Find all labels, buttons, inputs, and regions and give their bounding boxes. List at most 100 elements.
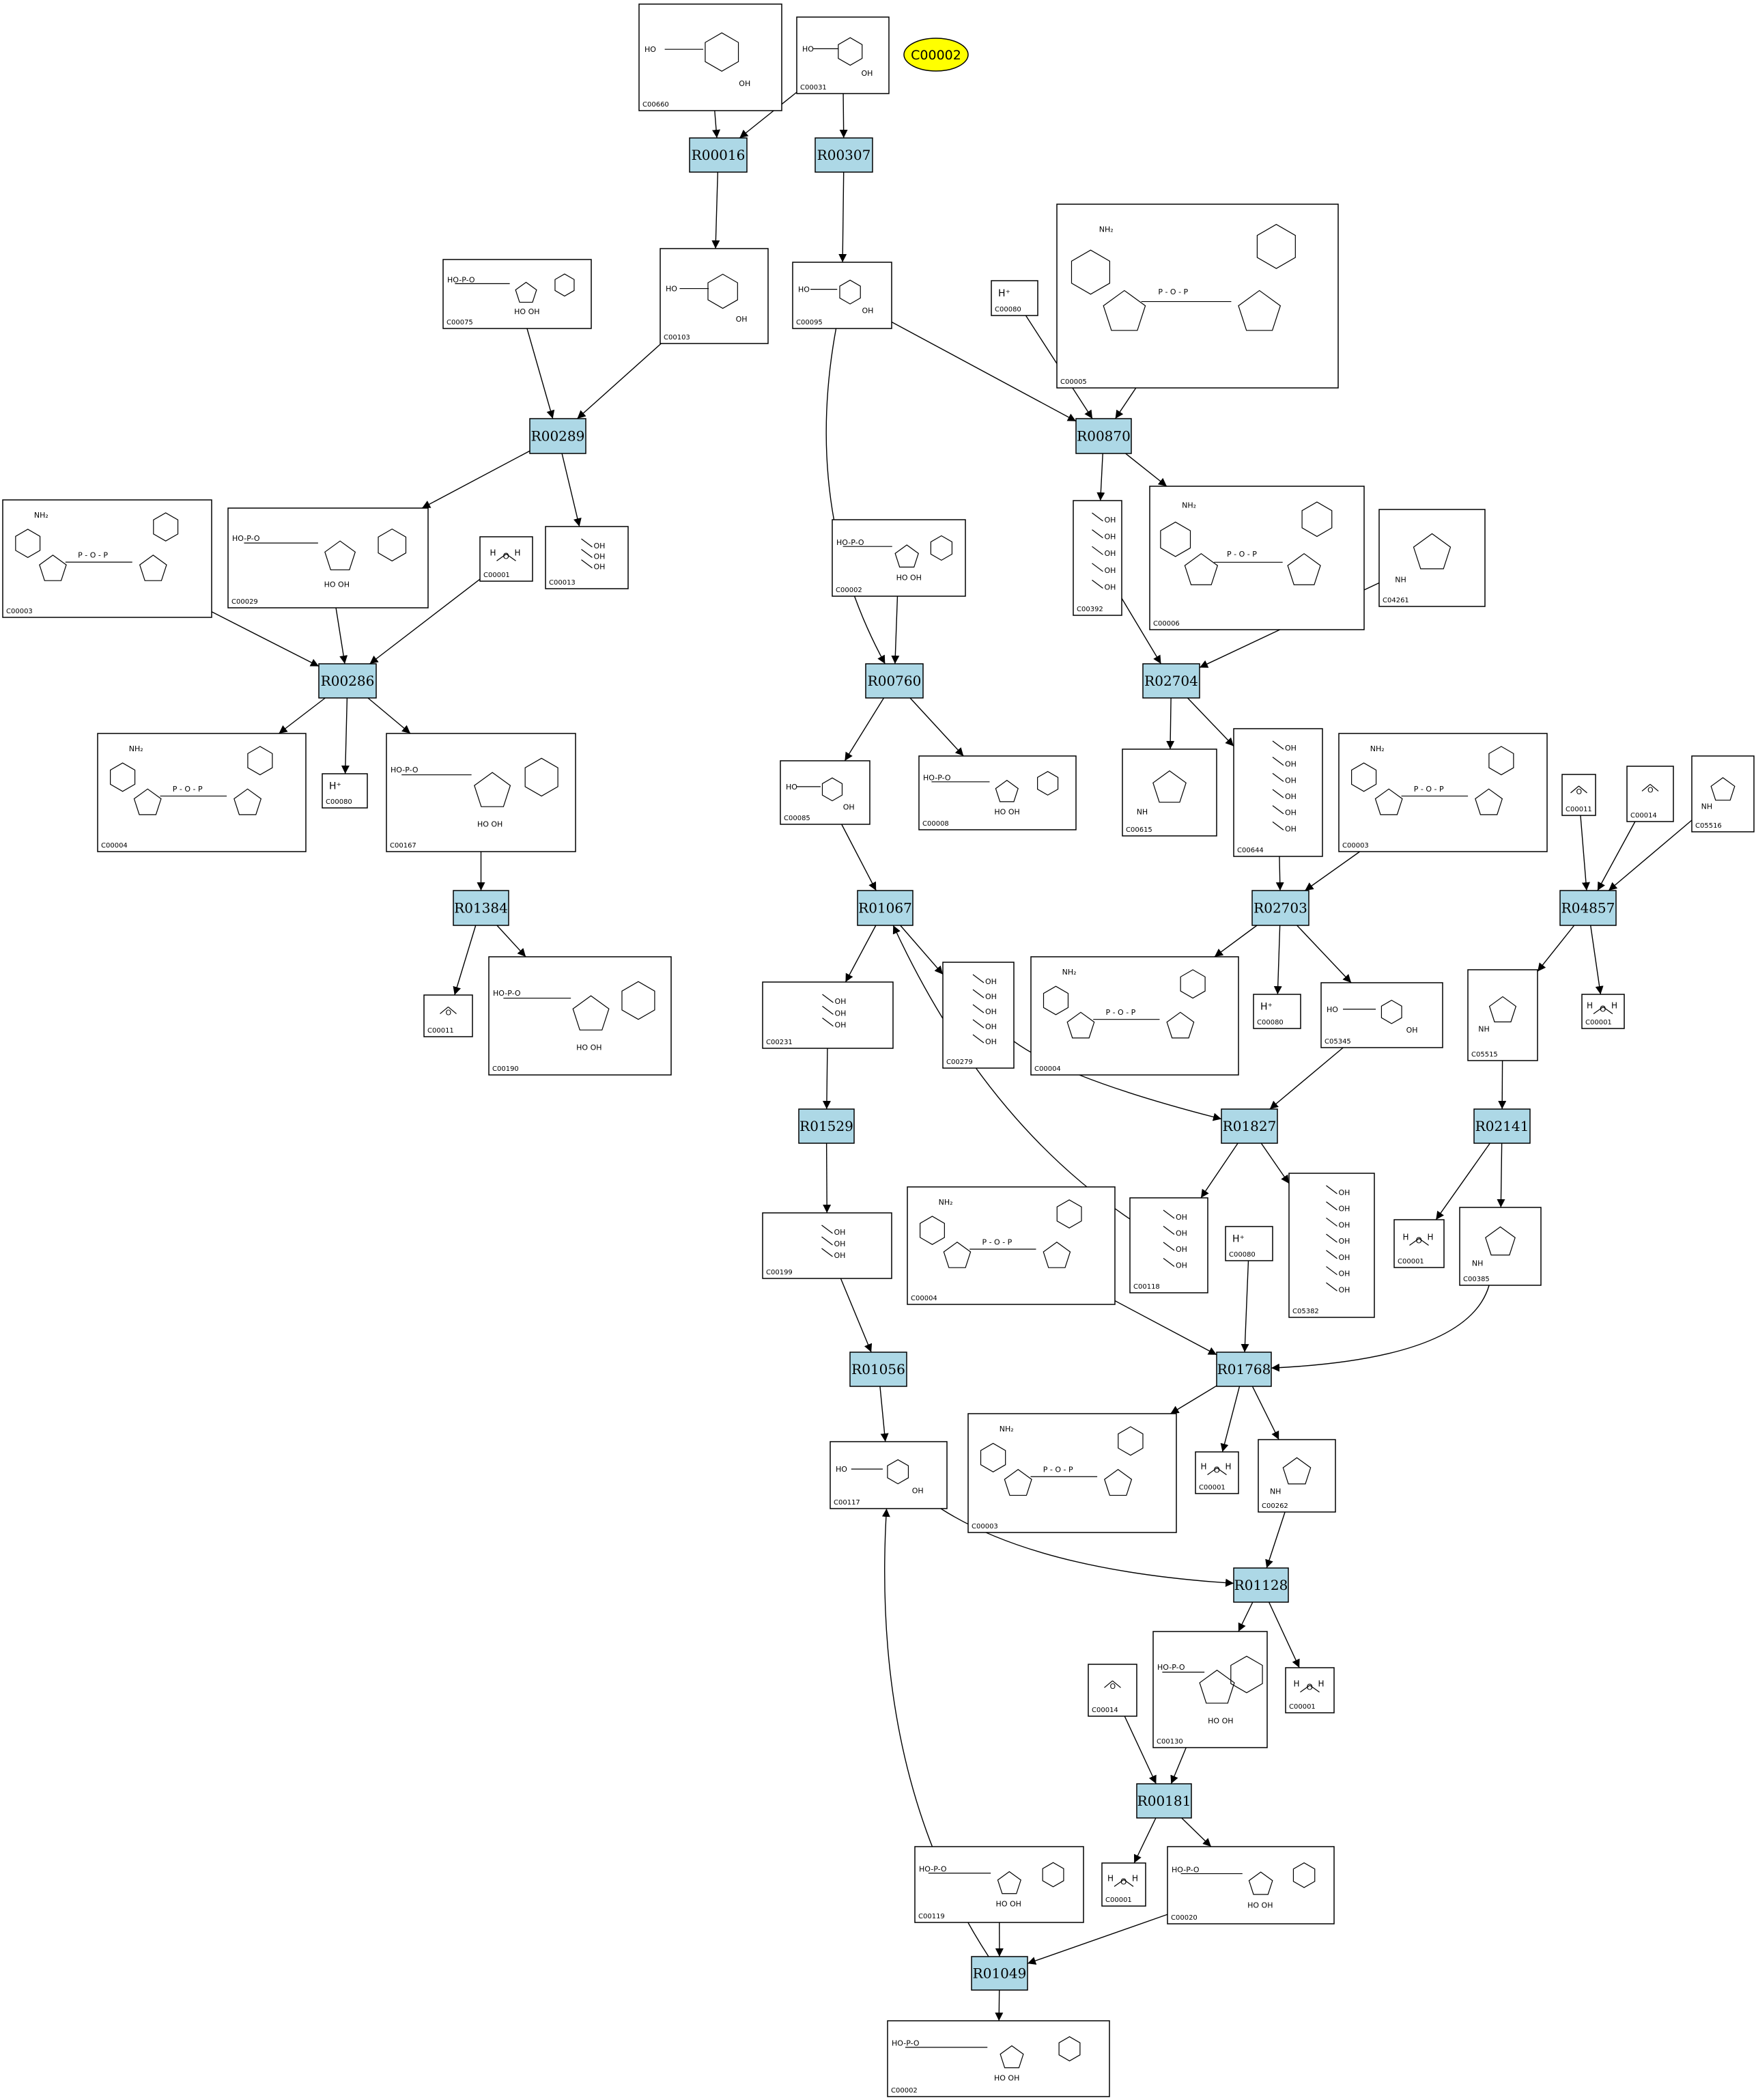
compound-id-label: C00385 — [1463, 1276, 1490, 1283]
reaction-R02704[interactable]: R02704 — [1142, 663, 1200, 699]
compound-C00080[interactable]: H⁺C00080 — [991, 280, 1038, 316]
reaction-R00286[interactable]: R00286 — [318, 663, 377, 699]
edge-R02703-C05345 — [1297, 925, 1352, 983]
compound-id-label: C00615 — [1126, 826, 1152, 834]
reaction-R04857[interactable]: R04857 — [1559, 890, 1617, 926]
compound-id-label: C00080 — [995, 306, 1021, 313]
edge-R01768-C00003c — [1170, 1385, 1217, 1414]
svg-text:OH: OH — [1105, 566, 1116, 575]
start-compound-node[interactable]: C00002 — [903, 38, 969, 72]
reaction-R02141[interactable]: R02141 — [1473, 1108, 1531, 1144]
reaction-R01529[interactable]: R01529 — [798, 1108, 855, 1144]
reaction-R01049[interactable]: R01049 — [971, 1956, 1028, 1991]
edge-R00760-C00008 — [909, 697, 964, 757]
reaction-R01128[interactable]: R01128 — [1233, 1567, 1289, 1603]
compound-C00080[interactable]: H⁺C00080 — [322, 773, 368, 809]
reaction-R00870[interactable]: R00870 — [1075, 418, 1132, 454]
reaction-R01384[interactable]: R01384 — [453, 890, 509, 926]
edge-C00005-R00870 — [1115, 387, 1137, 419]
svg-text:O: O — [1307, 1683, 1313, 1692]
reaction-R01768[interactable]: R01768 — [1216, 1352, 1272, 1387]
edge-R00181-C00001f — [1133, 1817, 1157, 1864]
svg-text:HO-P-O: HO-P-O — [892, 2039, 920, 2048]
svg-text:OH: OH — [985, 1022, 997, 1031]
svg-text:OH: OH — [1285, 792, 1297, 801]
reaction-R00307[interactable]: R00307 — [815, 137, 873, 173]
svg-text:OH: OH — [594, 552, 606, 561]
svg-text:P - O - P: P - O - P — [1414, 785, 1444, 794]
svg-text:HO-P-O: HO-P-O — [919, 1865, 947, 1874]
svg-text:OH: OH — [1339, 1188, 1350, 1197]
svg-text:H: H — [490, 548, 496, 557]
svg-text:OH: OH — [1339, 1270, 1350, 1278]
compound-C00080[interactable]: H⁺C00080 — [1253, 994, 1301, 1029]
reaction-R00289[interactable]: R00289 — [529, 418, 586, 454]
edge-C00660-R00016 — [712, 110, 721, 139]
reaction-R00016[interactable]: R00016 — [689, 137, 748, 173]
reaction-R01056[interactable]: R01056 — [849, 1352, 907, 1387]
compound-C00080[interactable]: H⁺C00080 — [1225, 1226, 1273, 1261]
reaction-R00760[interactable]: R00760 — [865, 663, 924, 699]
reaction-R02703[interactable]: R02703 — [1251, 890, 1309, 926]
compound-id-label: C00003 — [1342, 842, 1369, 850]
reaction-R01067[interactable]: R01067 — [857, 890, 914, 926]
reaction-R01827[interactable]: R01827 — [1221, 1108, 1278, 1144]
edge-R04857-C00001b — [1590, 925, 1604, 995]
reaction-R00181[interactable]: R00181 — [1136, 1783, 1192, 1819]
svg-text:HO OH: HO OH — [994, 807, 1019, 816]
